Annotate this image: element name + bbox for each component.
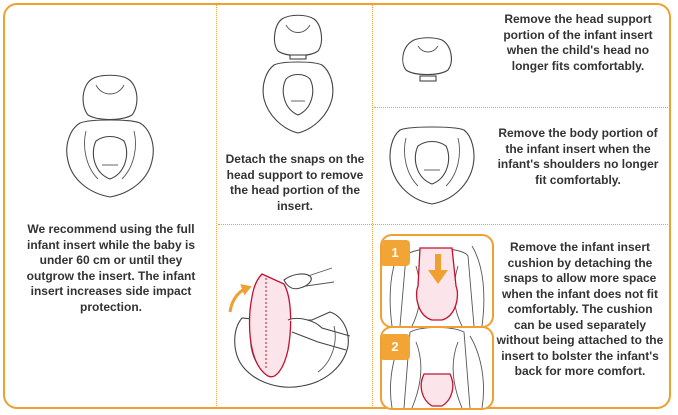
divider-horizontal-middle	[218, 224, 670, 225]
step-1-photo: 1	[380, 234, 494, 328]
detach-head-text: Detach the snaps on the head support to …	[224, 152, 366, 214]
remove-cushion-text: Remove the infant insert cushion by deta…	[496, 240, 664, 380]
remove-body-text: Remove the body portion of the infant in…	[496, 126, 660, 188]
divider-vertical-1	[216, 5, 217, 408]
divider-vertical-2	[372, 5, 373, 408]
divider-horizontal-right	[374, 107, 670, 108]
full-insert-text: We recommend using the full infant inser…	[18, 222, 204, 315]
body-insert-illustration	[386, 124, 478, 210]
full-insert-illustration	[60, 75, 160, 205]
remove-head-text: Remove the head support portion of the i…	[496, 12, 660, 74]
step-2-photo: 2	[380, 326, 494, 410]
cushion-removal-illustration	[222, 258, 367, 398]
step-1-badge: 1	[380, 240, 410, 266]
head-support-illustration	[398, 38, 456, 84]
step-2-badge: 2	[380, 334, 410, 360]
detach-head-illustration	[258, 15, 338, 145]
